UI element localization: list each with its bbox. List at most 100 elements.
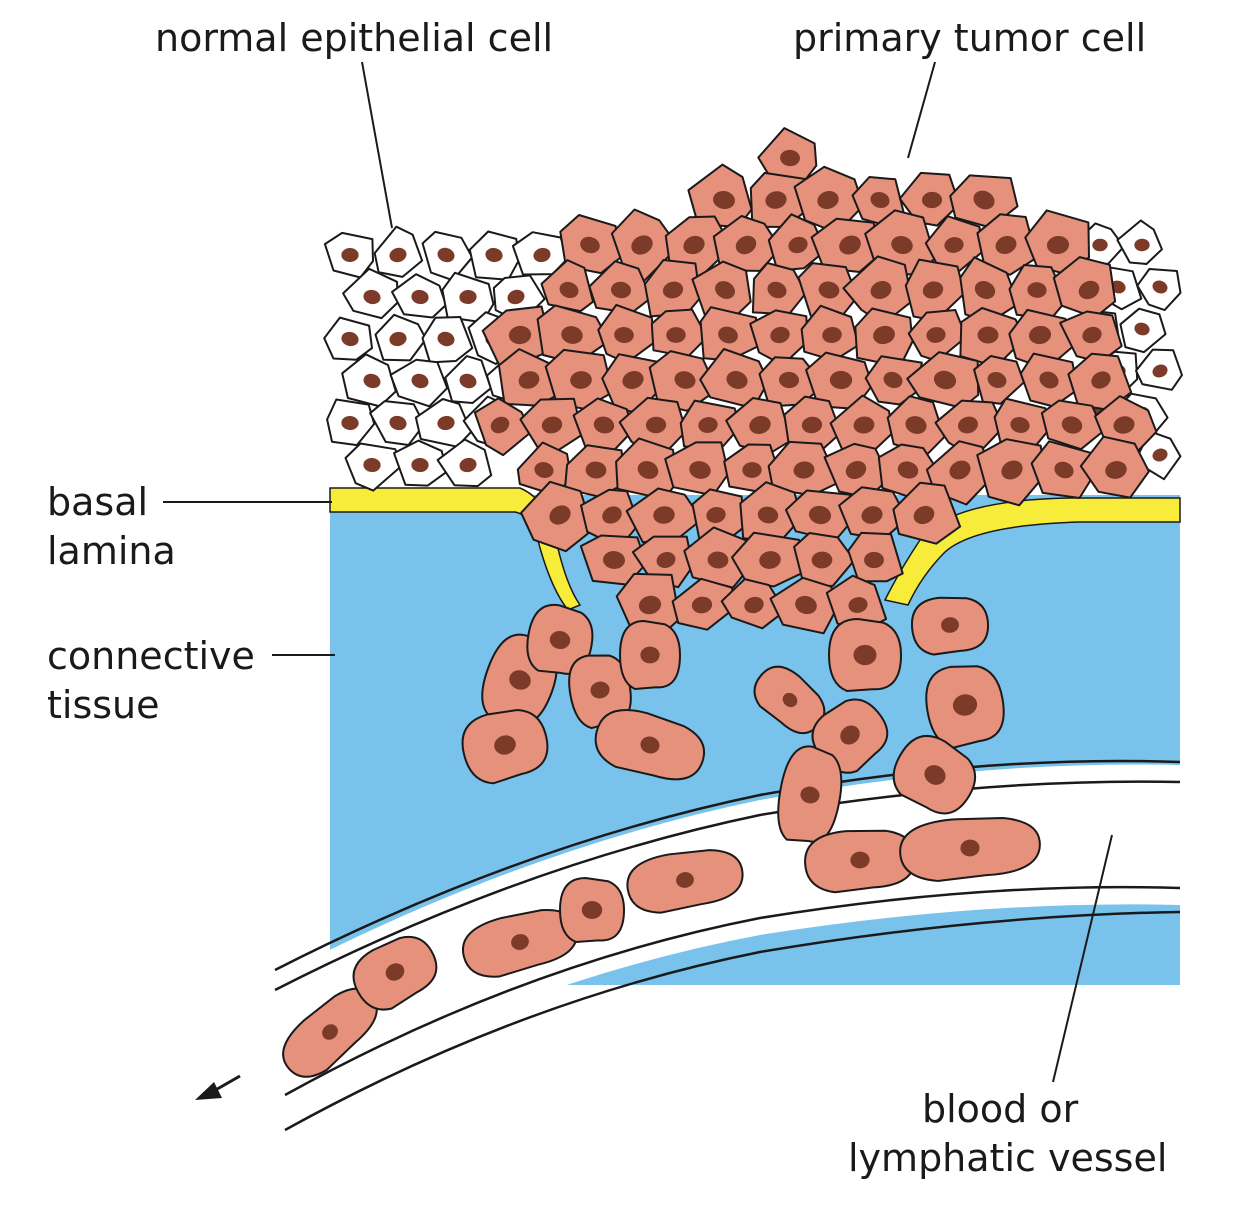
nucleus bbox=[1152, 364, 1168, 378]
normal-epithelial-cell bbox=[326, 398, 376, 447]
nucleus bbox=[770, 326, 790, 344]
invading-tumor-cell bbox=[568, 654, 632, 730]
nucleus bbox=[924, 765, 946, 785]
normal-epithelial-cell bbox=[369, 400, 426, 446]
tumor-cell bbox=[838, 486, 909, 541]
nucleus bbox=[891, 235, 913, 255]
nucleus bbox=[767, 281, 787, 299]
tumor-cell bbox=[520, 480, 594, 553]
nucleus bbox=[1091, 371, 1111, 389]
primary-tumor bbox=[473, 127, 1158, 636]
label-basal-lamina-2: lamina bbox=[47, 529, 176, 573]
tumor-cell bbox=[793, 532, 856, 589]
nucleus bbox=[341, 415, 359, 431]
tumor-cell bbox=[1040, 399, 1105, 451]
nucleus bbox=[656, 551, 676, 569]
nucleus bbox=[1001, 460, 1023, 480]
nucleus bbox=[662, 281, 684, 299]
tumor-cell bbox=[749, 309, 809, 366]
nucleus bbox=[518, 371, 540, 389]
nucleus bbox=[853, 416, 875, 434]
nucleus bbox=[995, 235, 1017, 255]
flow-arrow-icon bbox=[195, 1074, 241, 1100]
nucleus bbox=[952, 694, 978, 716]
nucleus bbox=[926, 327, 946, 343]
tumor-cell bbox=[643, 259, 702, 318]
nucleus bbox=[811, 551, 833, 569]
nucleus bbox=[559, 281, 579, 299]
nucleus bbox=[341, 331, 359, 347]
label-primary-tumor-cell: primary tumor cell bbox=[793, 16, 1147, 60]
nucleus bbox=[385, 963, 405, 981]
tumor-cell bbox=[739, 481, 803, 543]
nucleus bbox=[1134, 238, 1150, 252]
invading-tumor-cell bbox=[594, 709, 706, 781]
nucleus bbox=[921, 191, 943, 209]
normal-epithelial-cell bbox=[393, 439, 448, 487]
nucleus bbox=[744, 596, 764, 614]
nucleus bbox=[676, 872, 694, 888]
label-connective-tissue-2: tissue bbox=[47, 683, 160, 727]
nucleus bbox=[322, 1024, 338, 1040]
nucleus bbox=[861, 506, 883, 524]
nucleus bbox=[848, 597, 868, 613]
nucleus bbox=[437, 331, 455, 347]
nucleus bbox=[437, 247, 455, 263]
tumor-cell bbox=[805, 351, 874, 410]
nucleus bbox=[411, 457, 429, 473]
nucleus bbox=[735, 235, 757, 255]
label-normal-epithelial-cell: normal epithelial cell bbox=[155, 16, 554, 60]
nucleus bbox=[800, 786, 820, 804]
nucleus bbox=[602, 506, 622, 524]
tumor-cell bbox=[864, 355, 923, 406]
invading-tumor-cell bbox=[526, 603, 594, 675]
nucleus bbox=[788, 236, 808, 254]
nucleus bbox=[1028, 325, 1052, 345]
nucleus bbox=[707, 551, 729, 569]
tumor-cell bbox=[976, 213, 1038, 276]
nucleus bbox=[873, 325, 895, 345]
nucleus bbox=[958, 416, 978, 434]
nucleus bbox=[1113, 416, 1135, 434]
nucleus bbox=[718, 326, 738, 344]
nucleus bbox=[638, 595, 662, 615]
nucleus bbox=[1027, 282, 1047, 298]
tumor-cell bbox=[671, 577, 739, 631]
tumor-cell bbox=[906, 351, 980, 409]
nucleus bbox=[973, 190, 995, 210]
normal-epithelial-cell bbox=[344, 442, 402, 492]
nucleus bbox=[490, 416, 510, 434]
tumor-cell bbox=[793, 165, 865, 234]
tumor-cell bbox=[687, 163, 753, 228]
nucleus bbox=[870, 280, 892, 300]
nucleus bbox=[508, 325, 532, 345]
invading-tumor-cell bbox=[899, 817, 1041, 882]
nucleus bbox=[1039, 371, 1059, 389]
normal-epithelial-cell bbox=[323, 231, 374, 279]
nucleus bbox=[541, 416, 563, 434]
nucleus bbox=[570, 371, 592, 389]
nucleus bbox=[759, 551, 781, 569]
nucleus bbox=[713, 190, 735, 210]
nucleus bbox=[883, 371, 903, 389]
normal-epithelial-cell bbox=[436, 438, 493, 488]
label-basal-lamina-1: basal bbox=[47, 480, 149, 524]
normal-epithelial-cell bbox=[421, 230, 474, 282]
normal-epithelial-cell bbox=[374, 313, 427, 362]
nucleus bbox=[913, 505, 935, 525]
nucleus bbox=[509, 670, 531, 690]
nucleus bbox=[941, 617, 959, 633]
normal-epithelial-cell bbox=[1136, 268, 1182, 312]
tumor-cell bbox=[892, 481, 962, 545]
tumor-cell bbox=[1067, 352, 1133, 411]
tumor-cell bbox=[842, 255, 914, 326]
tumor-cell bbox=[847, 531, 904, 583]
normal-epithelial-cell bbox=[323, 316, 373, 361]
nucleus bbox=[437, 415, 455, 431]
nucleus bbox=[389, 415, 407, 431]
nucleus bbox=[944, 237, 964, 253]
nucleus bbox=[580, 236, 600, 254]
tumor-cell bbox=[907, 309, 968, 362]
normal-epithelial-cell bbox=[342, 267, 399, 320]
invading-tumor-cell bbox=[618, 619, 682, 691]
